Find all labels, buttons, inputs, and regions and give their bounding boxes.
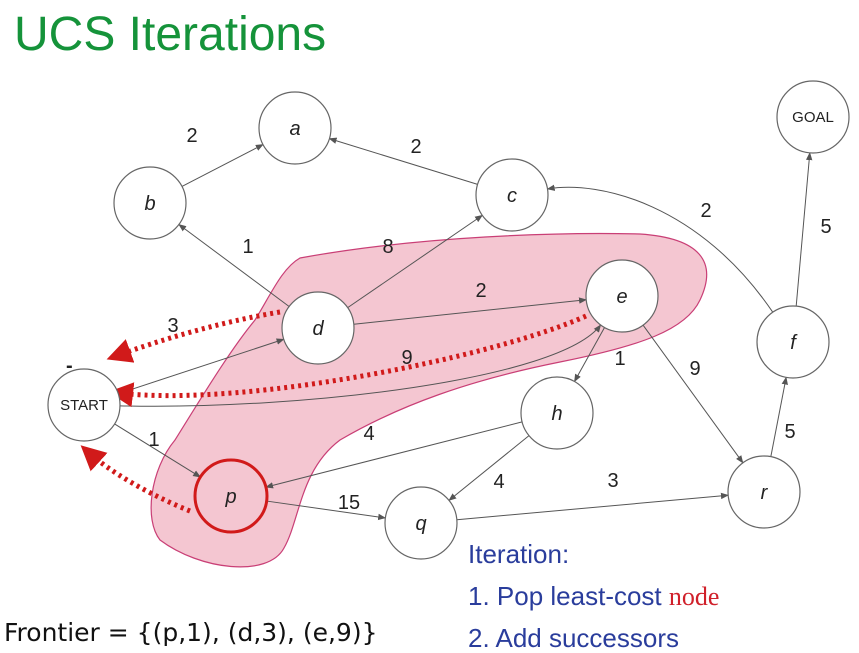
edge-cost-p-q: 15 — [338, 492, 360, 514]
iteration-step-1-prefix: 1. Pop least-cost — [468, 581, 669, 611]
start-mark: - — [66, 355, 73, 377]
edge-cost-h-q: 4 — [493, 471, 504, 493]
node-q: q — [384, 486, 458, 560]
node-a: a — [258, 91, 332, 165]
node-f: f — [756, 305, 830, 379]
node-e: e — [585, 259, 659, 333]
edge-cost-q-r: 3 — [607, 470, 618, 492]
node-label-c: c — [507, 185, 517, 207]
node-label-start: START — [60, 397, 108, 414]
edge-cost-b-a: 2 — [186, 125, 197, 147]
node-circle-start — [47, 368, 121, 442]
node-label-h: h — [551, 403, 562, 425]
node-label-a: a — [289, 118, 300, 140]
edge-cost-c-a: 2 — [410, 136, 421, 158]
edge-costs: 2 2 1 8 2 3 9 1 1 9 4 4 15 3 5 5 2 — [148, 125, 831, 514]
node-start: START — [47, 368, 121, 442]
iteration-step-1: 1. Pop least-cost node — [468, 581, 719, 611]
iteration-heading: Iteration: — [468, 539, 569, 569]
edge-cost-f-c: 2 — [700, 200, 711, 222]
edge-cost-d-b: 1 — [242, 236, 253, 258]
node-circle-h — [520, 376, 594, 450]
edge-e-r — [642, 324, 744, 464]
edge-cost-h-p: 4 — [363, 423, 374, 445]
node-label-b: b — [144, 193, 155, 215]
edge-start-p — [114, 423, 202, 478]
frontier-text: Frontier = {(p,1), (d,3), (e,9)} — [4, 618, 377, 647]
edge-c-a — [328, 137, 478, 185]
edge-h-p — [265, 421, 523, 489]
node-circle-r — [727, 455, 801, 529]
edge-cost-e-h: 1 — [614, 348, 625, 370]
iteration-step-1-word: node — [669, 582, 720, 611]
iteration-step-2: 2. Add successors — [468, 623, 679, 653]
edge-f-goal — [795, 152, 813, 307]
edge-cost-d-e: 2 — [475, 280, 486, 302]
node-d: d — [281, 291, 355, 365]
edge-b-a — [181, 144, 264, 187]
node-circle-q — [384, 486, 458, 560]
node-circle-d — [281, 291, 355, 365]
edge-cost-d-c: 8 — [382, 236, 393, 258]
edge-q-r — [456, 492, 729, 521]
diagram-title: UCS Iterations — [14, 8, 326, 61]
node-circle-goal — [776, 80, 850, 154]
backpointer-e-start — [108, 313, 588, 408]
node-label-e: e — [616, 286, 627, 308]
node-circle-f — [756, 305, 830, 379]
node-label-goal: GOAL — [792, 109, 834, 126]
edge-cost-e-r: 9 — [689, 358, 700, 380]
iteration-steps: Iteration: 1. Pop least-cost node 2. Add… — [468, 539, 719, 653]
node-label-f: f — [790, 332, 798, 354]
node-label-d: d — [312, 318, 324, 340]
edge-h-q — [448, 435, 530, 501]
edge-start-d — [118, 338, 285, 395]
edge-cost-f-goal: 5 — [820, 216, 831, 238]
node-circle-p — [193, 458, 269, 534]
node-circle-b — [113, 166, 187, 240]
node-label-r: r — [761, 482, 769, 504]
edges — [114, 137, 813, 521]
node-circle-a — [258, 91, 332, 165]
edge-cost-start-p: 1 — [148, 429, 159, 451]
edge-e-h — [574, 327, 605, 383]
edge-p-q — [266, 500, 387, 521]
node-circle-c — [475, 158, 549, 232]
edge-d-c — [347, 214, 483, 309]
backpointers — [80, 309, 588, 514]
node-label-p: p — [224, 486, 236, 508]
edge-d-b — [178, 224, 290, 307]
edge-start-e — [119, 324, 602, 407]
node-b: b — [113, 166, 187, 240]
edge-cost-start-e: 9 — [401, 347, 412, 369]
backpointer-p-start — [80, 445, 191, 514]
node-p: p — [193, 458, 269, 534]
edge-cost-r-f: 5 — [784, 421, 795, 443]
backpointer-d-start — [106, 309, 281, 363]
edge-d-e — [353, 297, 587, 325]
node-c: c — [475, 158, 549, 232]
node-goal: GOAL — [776, 80, 850, 154]
edge-cost-start-d: 3 — [167, 315, 178, 337]
edge-r-f — [770, 376, 788, 457]
node-h: h — [520, 376, 594, 450]
nodes: a b c d e f GOAL START h p q r — [47, 80, 850, 560]
node-label-q: q — [415, 513, 426, 535]
node-r: r — [727, 455, 801, 529]
node-circle-e — [585, 259, 659, 333]
edge-f-c — [546, 184, 774, 313]
